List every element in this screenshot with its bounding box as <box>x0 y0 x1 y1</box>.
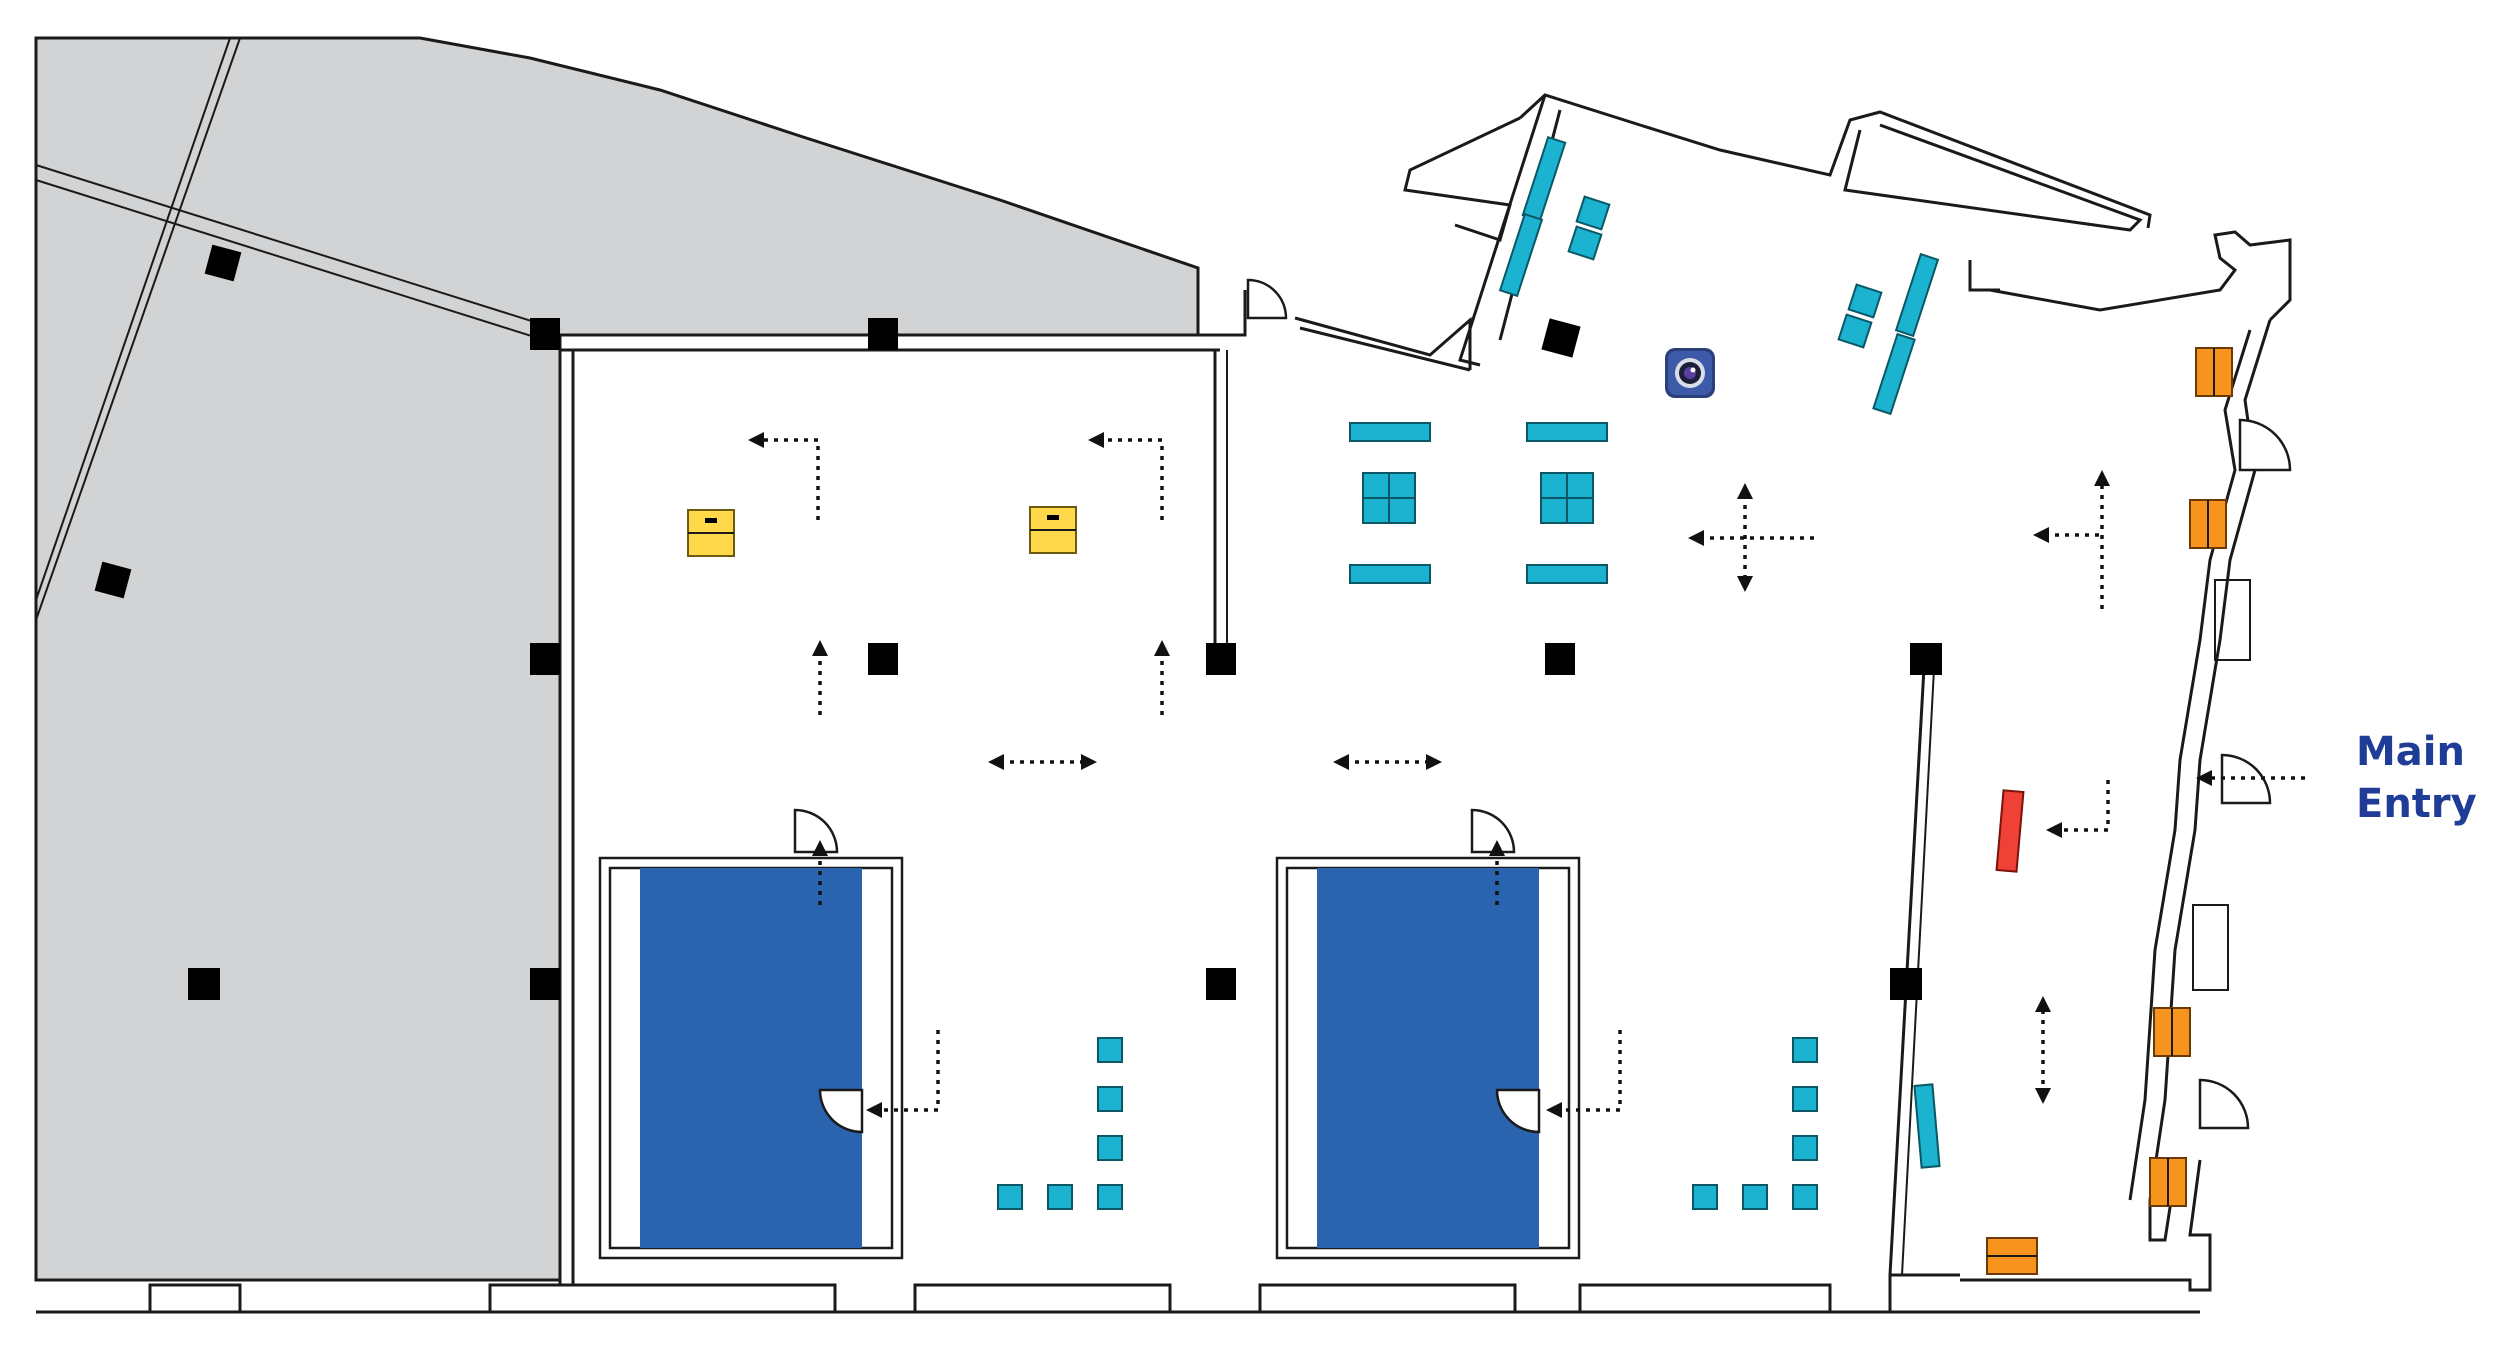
column <box>94 561 132 599</box>
red-marker <box>1995 789 2025 873</box>
entry-doors <box>2198 418 2292 1130</box>
main-entry-label: Main Entry <box>2356 726 2477 830</box>
column <box>1910 643 1942 675</box>
camera-app-icon[interactable] <box>1665 348 1715 398</box>
column <box>530 318 560 350</box>
column <box>204 244 242 282</box>
flow-arrows <box>748 432 2305 1118</box>
column <box>530 643 560 675</box>
building-walls <box>36 93 2292 1314</box>
columns <box>94 244 1942 1000</box>
column <box>1890 968 1922 1000</box>
column <box>530 968 560 1000</box>
pool-left <box>598 808 904 1260</box>
column <box>1545 643 1575 675</box>
column <box>1541 318 1581 358</box>
column <box>1206 968 1236 1000</box>
pool-right <box>1275 808 1581 1260</box>
column <box>188 968 220 1000</box>
inactive-area <box>34 36 1200 1282</box>
main-entry-line2: Entry <box>2356 781 2477 827</box>
column <box>868 318 898 350</box>
column <box>868 643 898 675</box>
yellow-cabinets <box>687 506 1077 557</box>
cyan-furniture <box>997 135 1941 1210</box>
orange-cabinets <box>1986 347 2233 1275</box>
column <box>1206 643 1236 675</box>
main-entry-line1: Main <box>2356 729 2465 775</box>
